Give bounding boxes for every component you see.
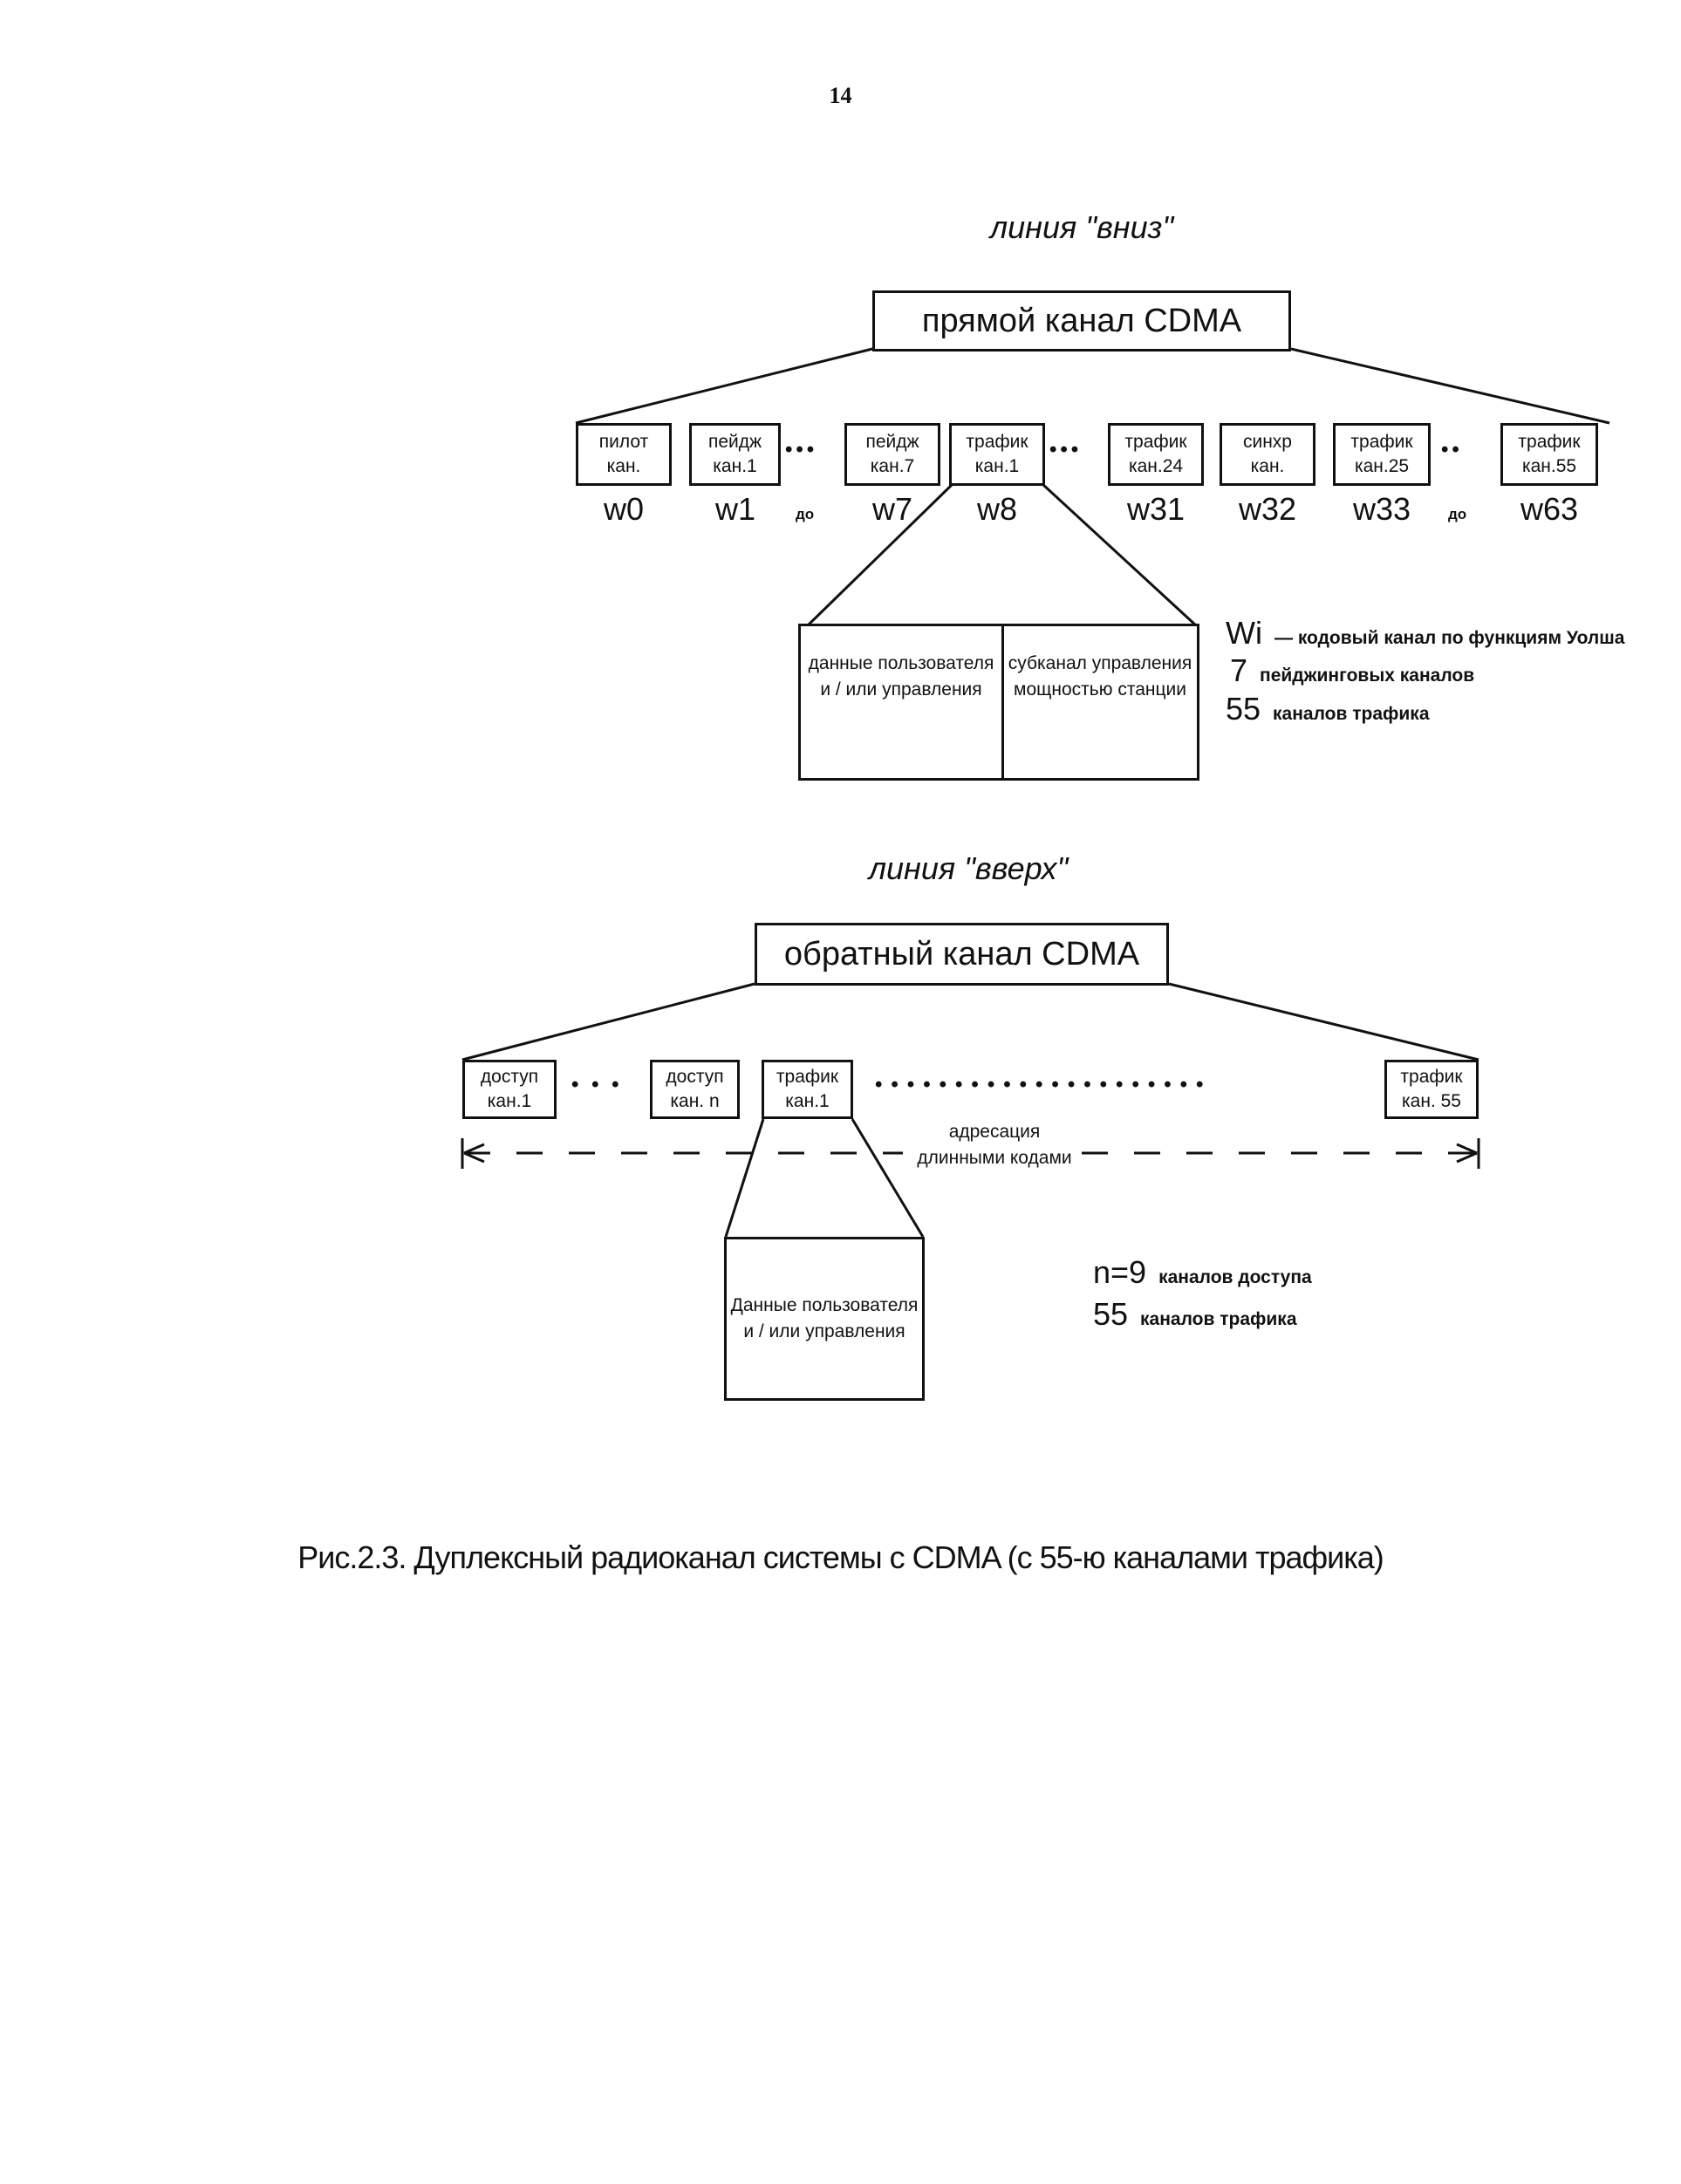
uplink-ellipsis-1: • • • (571, 1073, 623, 1096)
downlink-channel-paging-7: пейдж кан.7 (844, 423, 940, 486)
uplink-channel-traffic-1: трафик кан.1 (762, 1060, 853, 1119)
uplink-channel-traffic-55: трафик кан. 55 (1384, 1060, 1479, 1119)
downlink-channel-paging-1: пейдж кан.1 (689, 423, 781, 486)
uplink-legend-access: n=9 каналов доступа (1093, 1254, 1312, 1290)
walsh-code-w8: w8 (976, 491, 1018, 527)
uplink-legend-traffic: 55 каналов трафика (1093, 1296, 1297, 1332)
downlink-channel-traffic-1: трафик кан.1 (949, 423, 1045, 486)
walsh-code-w63: w63 (1520, 491, 1579, 527)
uplink-channel-access-n: доступ кан. n (650, 1060, 740, 1119)
downlink-heading: линия "вниз" (989, 209, 1174, 245)
power-control-subchannel-section: субканал управления мощностью станции (1008, 653, 1192, 700)
downlink-ellipsis-1: ••• (785, 438, 818, 461)
reverse-cdma-channel-label: обратный канал CDMA (783, 935, 1140, 973)
long-code-addressing-label: адресация длинными кодами (917, 1122, 1072, 1169)
forward-cdma-channel-box: прямой канал CDMA (872, 290, 1291, 351)
walsh-code-w33: w33 (1352, 491, 1411, 527)
downlink-channel-sync: синхр кан. (1220, 423, 1315, 486)
page-number: 14 (829, 83, 852, 108)
split-divider (1001, 626, 1004, 778)
downlink-channel-pilot: пилот кан. (576, 423, 672, 486)
user-data-section: данные пользователя и / или управления (808, 653, 994, 700)
uplink-user-data-label: Данные пользователя и / или управления (730, 1294, 919, 1341)
walsh-code-w31: w31 (1126, 491, 1186, 527)
reverse-cdma-channel-box: обратный канал CDMA (755, 923, 1169, 986)
downlink-ellipsis-3: •• (1441, 438, 1463, 461)
range-word-1: до (796, 506, 815, 522)
downlink-ellipsis-2: ••• (1049, 438, 1083, 461)
downlink-legend-paging: 7 пейджинговых каналов (1230, 652, 1475, 688)
downlink-channel-traffic-55: трафик кан.55 (1500, 423, 1598, 486)
walsh-code-w1: w1 (714, 491, 756, 527)
downlink-legend-walsh: Wi — кодовый канал по функциям Уолша (1226, 615, 1625, 651)
uplink-heading: линия "вверх" (868, 850, 1069, 886)
downlink-channel-traffic-24: трафик кан.24 (1108, 423, 1204, 486)
uplink-ellipsis-2: ••••••••••••••••••••• (875, 1073, 1213, 1096)
downlink-legend-traffic: 55 каналов трафика (1226, 691, 1430, 727)
traffic-channel-split-box: данные пользователя и / или управления с… (798, 624, 1199, 781)
walsh-code-w7: w7 (871, 491, 913, 527)
figure-caption: Рис.2.3. Дуплексный радиоканал системы с… (297, 1539, 1384, 1575)
range-word-2: до (1448, 506, 1467, 522)
walsh-code-w32: w32 (1238, 491, 1297, 527)
uplink-detail-box: Данные пользователя и / или управления (724, 1237, 925, 1401)
forward-cdma-channel-label: прямой канал CDMA (921, 302, 1242, 339)
walsh-code-w0: w0 (603, 491, 645, 527)
downlink-channel-traffic-25: трафик кан.25 (1333, 423, 1431, 486)
uplink-channel-access-1: доступ кан.1 (462, 1060, 557, 1119)
